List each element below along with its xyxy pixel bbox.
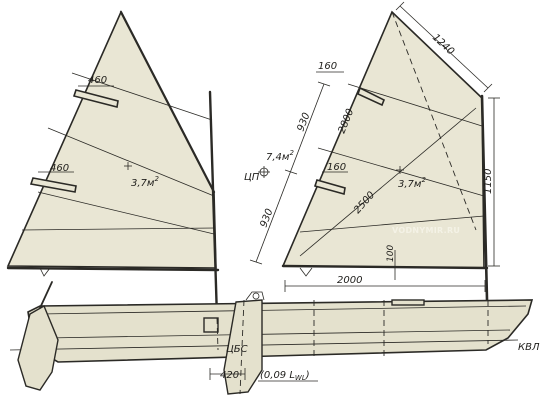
centerboard-axis xyxy=(239,299,245,395)
right-leech-tick-2 xyxy=(483,83,493,93)
left-batten-upper xyxy=(72,89,119,108)
right-leech-tick-1 xyxy=(395,1,405,11)
left-seam-1 xyxy=(71,72,213,121)
right-boom xyxy=(281,264,489,270)
hull-chine xyxy=(45,329,511,339)
left-batten-lower xyxy=(29,177,77,193)
left-sail-centroid xyxy=(124,162,132,170)
right-batten-mid-label: 160 xyxy=(327,162,346,173)
centerboard-center-label: ЦБС xyxy=(226,344,248,355)
rudder-blade xyxy=(17,304,59,391)
right-luff-dim-line xyxy=(255,83,325,263)
right-luff-tick-a xyxy=(317,81,331,87)
right-seam-3 xyxy=(299,215,485,233)
right-mast xyxy=(480,94,490,342)
centerboard-pivot xyxy=(252,292,260,300)
hull-sheer xyxy=(39,305,527,315)
left-mast xyxy=(208,90,219,320)
right-seam-2 xyxy=(317,147,485,197)
centerboard-blade xyxy=(223,299,263,395)
waterline-label: КВЛ xyxy=(518,342,540,353)
hull: КВЛ ЦБС 420 (0,09 LWL) xyxy=(9,281,540,395)
right-boom-drop-label: 100 xyxy=(386,245,396,262)
hull-deck-fitting xyxy=(391,299,425,306)
left-boom xyxy=(6,266,220,272)
center-of-pressure-area: 7,4м2 xyxy=(266,149,294,163)
right-seam-1 xyxy=(347,83,483,127)
hull-cockpit-box xyxy=(203,317,219,333)
rudder-tiller xyxy=(39,281,53,309)
watermark-text: VODNYMIR.RU xyxy=(392,226,460,235)
right-sail-centroid xyxy=(396,166,404,174)
right-luff-tick-c xyxy=(249,259,263,265)
left-sprit xyxy=(119,10,216,194)
right-batten-mid xyxy=(313,179,346,196)
left-seam-4 xyxy=(37,191,215,235)
right-batten-top xyxy=(357,86,386,107)
right-yard-dashed xyxy=(391,11,477,231)
center-of-pressure-label: ЦП xyxy=(244,172,260,183)
right-mast-height-label: 1150 xyxy=(483,169,494,194)
left-clew-line xyxy=(39,267,51,277)
left-sail-area-label: 3,7м2 xyxy=(131,175,159,189)
right-diagonal xyxy=(299,107,477,257)
right-clew-line xyxy=(299,267,313,277)
right-sail: 1240 160 160 930 930 2800 2500 3,7м2 115… xyxy=(244,1,500,342)
waterline xyxy=(9,339,519,351)
center-of-pressure-marker xyxy=(258,166,270,178)
right-luff-upper-label: 930 xyxy=(296,111,313,133)
left-mast-step xyxy=(216,317,219,351)
right-yard xyxy=(391,11,483,99)
right-sail-area-label: 3,7м2 xyxy=(398,176,426,190)
right-foot-label: 2000 xyxy=(337,275,362,286)
centerboard-case xyxy=(245,291,265,301)
right-batten-top-label: 160 xyxy=(318,61,337,72)
left-seam-3 xyxy=(21,227,216,231)
offset-formula: (0,09 LWL) xyxy=(260,370,310,382)
left-batten-lower-label: 460 xyxy=(50,163,69,174)
right-leech-dim-line xyxy=(399,5,489,89)
offset-label: 420 xyxy=(220,370,239,381)
left-batten-upper-label: 460 xyxy=(88,75,107,86)
left-seam-2 xyxy=(47,127,215,197)
left-sail: 460 460 3,7м2 xyxy=(6,10,220,320)
right-luff-tick-b xyxy=(284,169,298,175)
